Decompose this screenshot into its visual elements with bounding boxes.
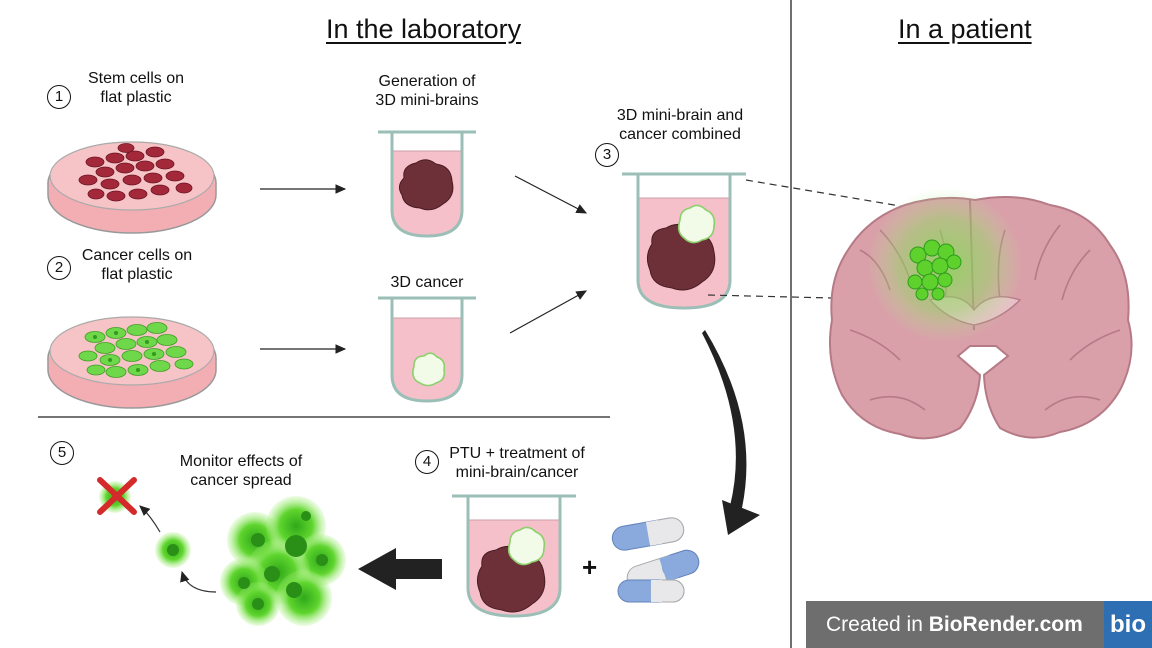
step-4-label-line1: PTU + treatment of xyxy=(449,445,585,462)
curved-arrow-to-cell xyxy=(180,570,217,593)
step-5-label: Monitor effects of cancer spread xyxy=(166,452,316,490)
step-5-label-line1: Monitor effects of xyxy=(179,453,303,470)
step-2-number: 2 xyxy=(47,256,71,280)
generation-label-line1: Generation of xyxy=(378,73,476,90)
biorender-credit-banner[interactable]: Created in BioRender.com bio xyxy=(806,601,1152,648)
step-1-label-line2: flat plastic xyxy=(100,89,172,106)
arrow-4 xyxy=(509,290,588,334)
step-3-label-line1: 3D mini-brain and xyxy=(616,107,744,124)
step-4-label: PTU + treatment of mini-brain/cancer xyxy=(442,444,592,482)
tube-combined xyxy=(622,172,746,310)
cancer-spread-cluster xyxy=(220,496,346,626)
step-2-label: Cancer cells on flat plastic xyxy=(72,246,202,284)
dashed-connector-bottom xyxy=(707,294,833,299)
pills xyxy=(611,517,700,603)
arrow-3 xyxy=(514,175,588,214)
tube-3d-cancer xyxy=(378,296,476,403)
petri-dish-stem-cells xyxy=(47,141,217,234)
credit-prefix: Created in xyxy=(826,613,929,636)
heading-in-a-patient: In a patient xyxy=(898,14,1032,44)
curved-arrow xyxy=(702,330,760,535)
credit-text: Created in BioRender.com xyxy=(826,613,1083,637)
biorender-logo-icon: bio xyxy=(1104,601,1152,648)
dead-cell-x-icon xyxy=(97,477,137,515)
step-1-number: 1 xyxy=(47,85,71,109)
plus-sign: + xyxy=(582,552,598,582)
step-3-label-line2: cancer combined xyxy=(619,126,741,143)
tube-treatment xyxy=(452,494,576,618)
generation-label-line2: 3D mini-brains xyxy=(375,92,479,109)
step-3-number: 3 xyxy=(595,143,619,167)
step-1-label-line1: Stem cells on xyxy=(87,70,185,87)
step-4-number: 4 xyxy=(415,450,439,474)
step-1-label: Stem cells on flat plastic xyxy=(76,69,196,107)
step-4-label-line2: mini-brain/cancer xyxy=(455,464,579,481)
step-2-label-line2: flat plastic xyxy=(101,266,173,283)
3d-cancer-label: 3D cancer xyxy=(390,274,464,291)
step-3-label: 3D mini-brain and cancer combined xyxy=(605,106,755,144)
curved-arrow-to-x xyxy=(139,505,161,533)
dashed-connector-top xyxy=(745,179,913,209)
tube-mini-brain xyxy=(378,130,476,238)
heading-in-the-laboratory: In the laboratory xyxy=(326,14,522,44)
petri-dish-cancer-cells xyxy=(47,316,217,409)
step-5-number: 5 xyxy=(50,441,74,465)
single-cancer-cell xyxy=(155,532,191,568)
thick-left-arrow xyxy=(358,548,442,590)
step-2-label-line1: Cancer cells on xyxy=(81,247,193,264)
generation-label: Generation of 3D mini-brains xyxy=(357,72,497,110)
brain-illustration xyxy=(829,187,1133,440)
step-5-label-line2: cancer spread xyxy=(190,472,292,489)
credit-brand: BioRender.com xyxy=(928,613,1083,636)
